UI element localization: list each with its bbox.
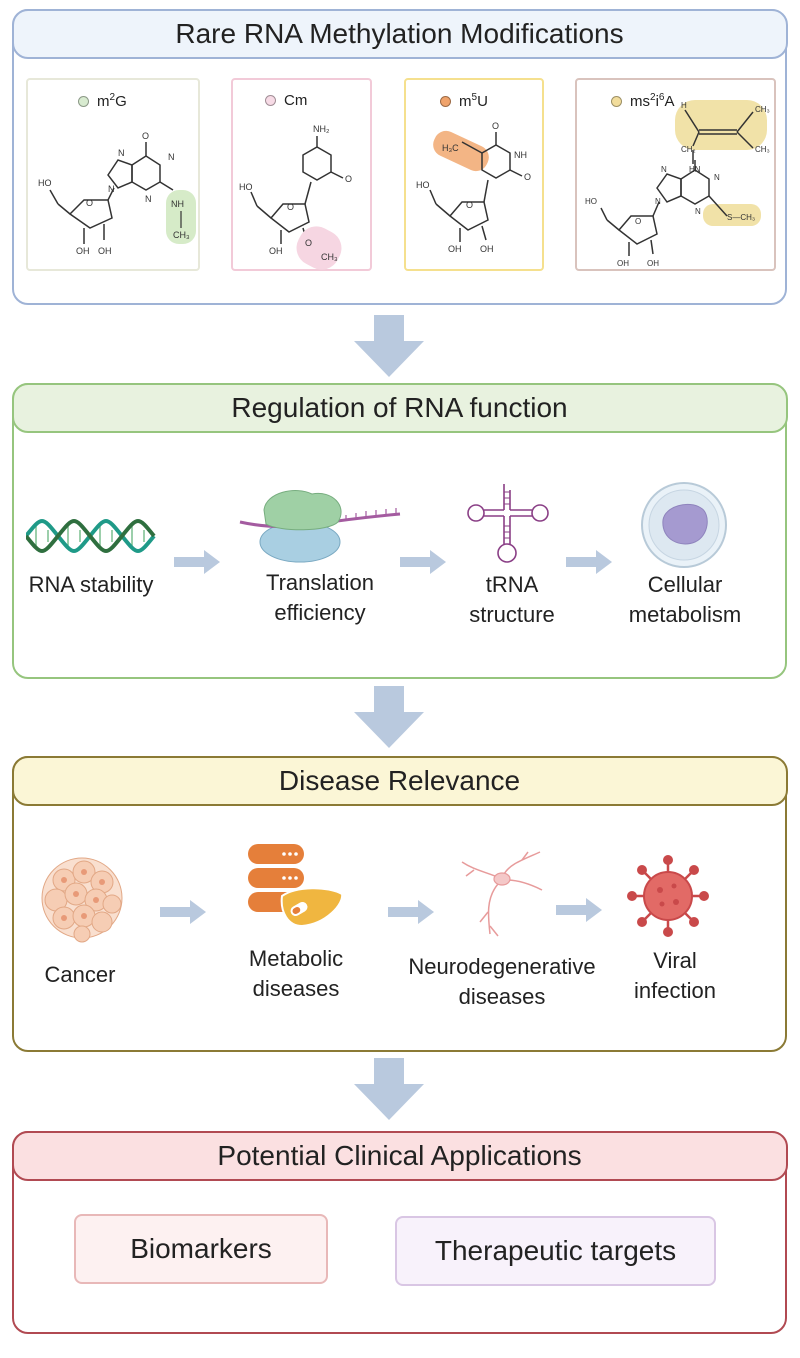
svg-text:N: N xyxy=(118,148,125,158)
modification-label-m5u: m5U xyxy=(440,92,488,110)
svg-text:HO: HO xyxy=(239,182,253,192)
m2g-molecule-icon: O N N N N HO O OH OH NH CH₃ xyxy=(38,131,196,256)
svg-text:OH: OH xyxy=(617,259,629,268)
svg-text:O: O xyxy=(524,172,531,182)
modification-label-m2g: m2G xyxy=(78,92,127,110)
svg-text:OH: OH xyxy=(269,246,283,256)
panel-title: Rare RNA Methylation Modifications xyxy=(175,17,624,49)
ribosome-icon xyxy=(239,490,401,563)
cancer-cells-icon xyxy=(41,857,123,943)
legend-dot-icon xyxy=(611,95,622,107)
svg-text:O: O xyxy=(345,174,352,184)
svg-text:N: N xyxy=(695,207,701,216)
modification-label-cm: Cm xyxy=(265,92,307,109)
svg-text:N: N xyxy=(714,173,720,182)
svg-text:CH₂: CH₂ xyxy=(681,145,696,154)
flow-arrow-down-icon xyxy=(354,686,424,748)
svg-text:HO: HO xyxy=(38,178,52,188)
panel-title: Potential Clinical Applications xyxy=(217,1139,582,1171)
svg-text:CH₃: CH₃ xyxy=(173,230,190,240)
item-label-translation-efficiency: Translation efficiency xyxy=(265,570,374,625)
svg-text:OH: OH xyxy=(98,246,112,256)
svg-text:N: N xyxy=(661,165,667,174)
flow-arrow-down-icon xyxy=(354,1058,424,1120)
item-label-rna-stability: RNA stability xyxy=(28,572,154,597)
svg-text:H₃C: H₃C xyxy=(442,143,459,153)
svg-text:HO: HO xyxy=(416,180,430,190)
legend-dot-icon xyxy=(78,95,89,107)
m5u-molecule-icon: O NH O H₃C HO O OH OH xyxy=(416,121,531,254)
svg-text:N: N xyxy=(655,197,661,206)
svg-text:N: N xyxy=(145,194,152,204)
panel-rare-rna-methylation: Rare RNA Methylation Modifications xyxy=(11,8,788,305)
flow-arrow-right-icon xyxy=(388,900,434,924)
svg-text:O: O xyxy=(287,202,294,212)
svg-text:OH: OH xyxy=(448,244,462,254)
svg-text:N: N xyxy=(108,184,115,194)
svg-text:O: O xyxy=(305,238,312,248)
neuron-icon xyxy=(461,851,543,937)
svg-text:O: O xyxy=(142,131,149,141)
svg-text:OH: OH xyxy=(480,244,494,254)
structure-card-ms2i6a: ms2i6A H CH₃ CH₃ CH₂ xyxy=(575,78,776,271)
structure-card-m5u: m5U O NH O H₃C HO O OH OH xyxy=(404,78,544,271)
svg-text:N: N xyxy=(168,152,175,162)
therapeutic-targets-label: Therapeutic targets xyxy=(434,1235,677,1266)
svg-text:NH: NH xyxy=(514,150,527,160)
svg-text:HO: HO xyxy=(585,197,597,206)
flow-arrow-down-icon xyxy=(354,315,424,377)
item-label-trna-structure: tRNA structure xyxy=(469,572,555,627)
item-label-cancer: Cancer xyxy=(44,962,116,987)
panel-disease-header: Disease Relevance xyxy=(11,755,788,806)
svg-text:O: O xyxy=(86,198,93,208)
panel-title: Disease Relevance xyxy=(278,764,521,796)
biomarkers-label: Biomarkers xyxy=(130,1233,272,1264)
svg-text:O: O xyxy=(466,200,473,210)
svg-text:NH: NH xyxy=(171,199,184,209)
virus-icon xyxy=(627,855,709,937)
svg-text:O: O xyxy=(492,121,499,131)
biomarkers-box: Biomarkers xyxy=(74,1214,328,1284)
panel-clinical-applications: Potential Clinical Applications xyxy=(11,1130,788,1334)
structure-card-m2g: m2G O N N N N HO O OH OH xyxy=(26,78,200,271)
modification-label-ms2i6a: ms2i6A xyxy=(611,92,674,110)
flow-arrow-right-icon xyxy=(174,550,220,574)
panel-title: Regulation of RNA function xyxy=(231,391,568,423)
flow-arrow-right-icon xyxy=(566,550,612,574)
svg-text:OH: OH xyxy=(76,246,90,256)
svg-text:CH₃: CH₃ xyxy=(321,252,338,262)
legend-dot-icon xyxy=(265,95,276,106)
structure-card-cm: Cm NH₂ O HO O OH O CH₃ xyxy=(231,78,372,271)
svg-text:NH₂: NH₂ xyxy=(313,124,330,134)
svg-text:S—CH₃: S—CH₃ xyxy=(727,213,755,222)
therapeutic-targets-box: Therapeutic targets xyxy=(395,1216,716,1286)
flow-arrow-right-icon xyxy=(556,898,602,922)
ms2i6a-molecule-icon: H CH₃ CH₃ CH₂ HN N N N N S—CH₃ HO O OH O… xyxy=(585,100,770,268)
panel-disease-relevance: Disease Relevance xyxy=(11,755,788,1052)
legend-dot-icon xyxy=(440,95,451,107)
svg-text:OH: OH xyxy=(647,259,659,268)
svg-text:O: O xyxy=(635,217,641,226)
flow-arrow-right-icon xyxy=(400,550,446,574)
panel-clinical-header: Potential Clinical Applications xyxy=(11,1130,788,1181)
item-label-cellular-metabolism: Cellular metabolism xyxy=(628,572,742,627)
metabolic-database-liver-icon xyxy=(248,844,344,928)
cell-icon xyxy=(641,482,727,568)
item-label-neurodegenerative-diseases: Neurodegenerative diseases xyxy=(408,954,596,1009)
panel-rare-rna-methylation-header: Rare RNA Methylation Modifications xyxy=(11,8,788,59)
svg-text:CH₃: CH₃ xyxy=(755,105,770,114)
svg-text:H: H xyxy=(681,101,687,110)
svg-text:HN: HN xyxy=(689,165,701,174)
panel-regulation-header: Regulation of RNA function xyxy=(11,382,788,433)
item-label-metabolic-diseases: Metabolic diseases xyxy=(248,946,344,1001)
cm-molecule-icon: NH₂ O HO O OH O CH₃ xyxy=(239,124,352,270)
svg-text:CH₃: CH₃ xyxy=(755,145,770,154)
panel-regulation-rna-function: Regulation of RNA function xyxy=(11,382,788,679)
flow-arrow-right-icon xyxy=(160,900,206,924)
trna-structure-icon xyxy=(467,484,549,563)
item-label-viral-infection: Viral infection xyxy=(634,948,716,1003)
rna-helix-icon xyxy=(26,519,156,553)
